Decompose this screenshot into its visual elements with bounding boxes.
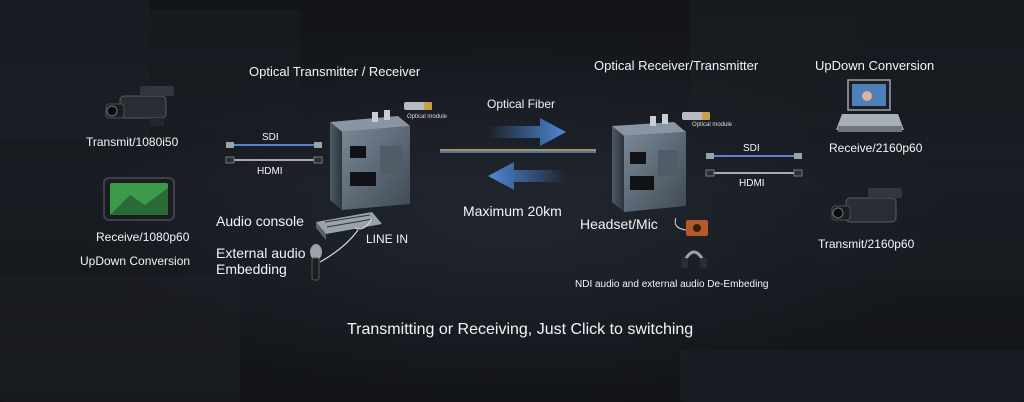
optical-module-label-right: Optical module <box>692 122 733 128</box>
hdmi-label-left: HDMI <box>257 166 283 177</box>
mic-cable <box>319 229 359 263</box>
maximum-distance-label: Maximum 20km <box>463 203 562 219</box>
sdi-cable-right <box>706 153 802 159</box>
background-tile <box>690 0 860 130</box>
background-tile <box>150 10 300 130</box>
updown-conversion-right: UpDown Conversion <box>815 58 935 73</box>
tv-monitor-icon <box>836 79 904 132</box>
external-audio-label: External audio <box>216 245 306 261</box>
mixer-cable <box>354 217 373 230</box>
optical-receiver-transmitter-title: Optical Receiver/Transmitter <box>594 58 759 73</box>
line-in-label: LINE IN <box>366 232 409 246</box>
speaker-icon <box>686 220 708 236</box>
arrow-left <box>488 162 566 190</box>
optical-module-label-left: Optical module <box>407 114 448 120</box>
optical-module-icon <box>404 102 432 110</box>
updown-conversion-left: UpDown Conversion <box>80 254 191 268</box>
transmit-2160p60-label: Transmit/2160p60 <box>818 237 915 251</box>
sdi-label-right: SDI <box>743 143 760 154</box>
transmit-1080i50-label: Transmit/1080i50 <box>86 135 179 149</box>
headset-icon <box>681 250 707 268</box>
hdmi-label-right: HDMI <box>739 178 765 189</box>
microphone-icon <box>310 244 322 281</box>
optical-transmitter-receiver-title: Optical Transmitter / Receiver <box>249 64 421 79</box>
camcorder-icon <box>105 86 174 126</box>
optical-fiber-label: Optical Fiber <box>487 97 556 111</box>
mixer-icon <box>316 212 382 240</box>
optical-transmitter-device <box>330 110 410 210</box>
sdi-label-left: SDI <box>262 132 279 143</box>
audio-console-label: Audio console <box>216 213 304 229</box>
background-tile <box>680 350 1024 402</box>
receive-2160p60-label: Receive/2160p60 <box>829 141 923 155</box>
optical-fiber-line <box>440 149 596 153</box>
camcorder-icon <box>831 188 902 223</box>
optical-receiver-device <box>612 114 686 212</box>
background-tile <box>0 275 240 402</box>
arrow-right <box>488 118 566 146</box>
footer-caption: Transmitting or Receiving, Just Click to… <box>347 321 694 338</box>
headset-mic-label: Headset/Mic <box>580 216 658 232</box>
monitor-icon <box>103 177 175 221</box>
speaker-cable <box>674 217 687 231</box>
hdmi-cable-left <box>225 156 323 164</box>
sdi-cable-left <box>226 142 322 148</box>
optical-module-icon <box>682 112 710 120</box>
receive-1080p60-label: Receive/1080p60 <box>96 230 190 244</box>
embedding-label: Embedding <box>216 261 287 277</box>
hdmi-cable-right <box>705 169 803 177</box>
ndi-audio-label: NDI audio and external audio De-Embeding <box>575 279 769 290</box>
